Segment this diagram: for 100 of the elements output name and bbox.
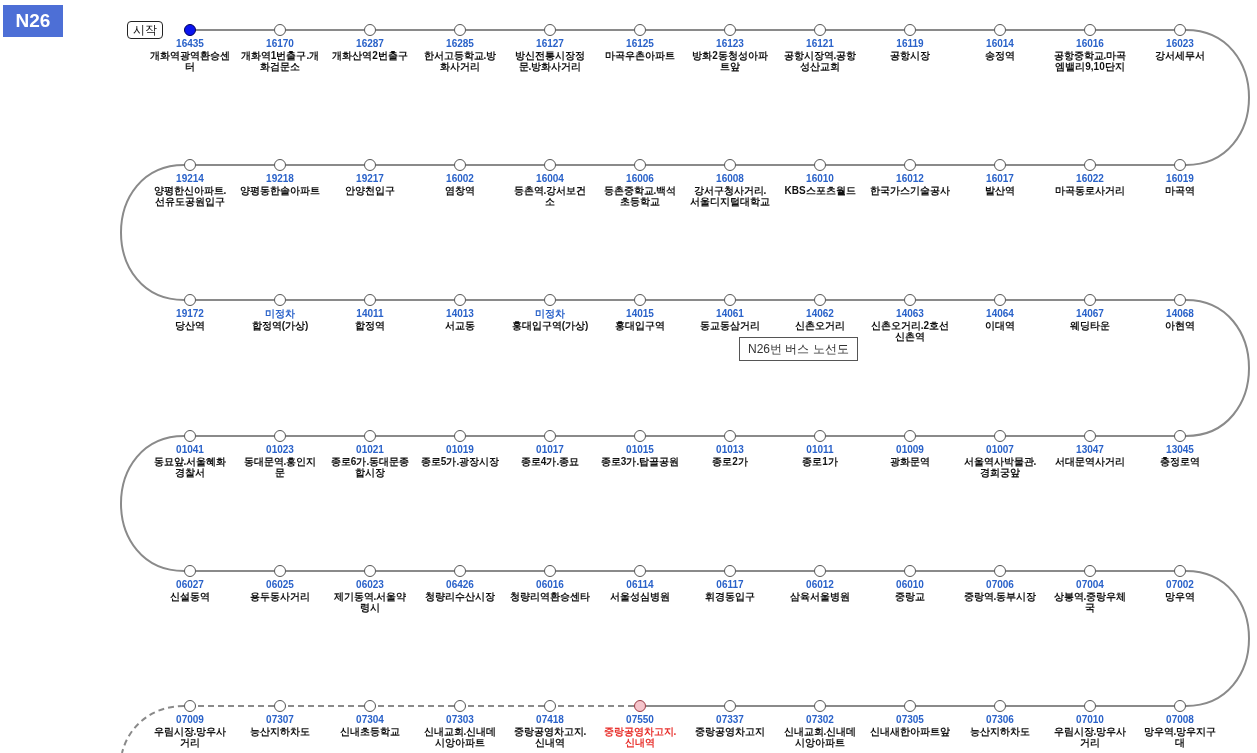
route-line	[121, 705, 185, 753]
stop-id: 14013	[446, 308, 474, 320]
route-line	[285, 570, 365, 572]
stop-name: 휘경동입구	[704, 591, 756, 602]
stop-name: 마곡우촌아파트	[604, 50, 676, 61]
stop-id: 14067	[1076, 308, 1104, 320]
start-tag: 시작	[127, 21, 163, 39]
stop-id: 16123	[716, 38, 744, 50]
stop-id: 01019	[446, 444, 474, 456]
stop-id: 14063	[896, 308, 924, 320]
route-line	[465, 435, 545, 437]
route-line	[645, 705, 725, 707]
stop-id: 06114	[626, 579, 654, 591]
stop-name: 한국가스기술공사	[870, 185, 950, 196]
route-line	[375, 164, 455, 166]
stop-id: 07304	[356, 714, 384, 726]
stop-name: 삼육서울병원	[789, 591, 851, 602]
route-line	[825, 435, 905, 437]
stop-name: 종로6가.동대문종합시장	[330, 456, 410, 478]
stop-id: 14061	[716, 308, 744, 320]
stop-id: 07337	[716, 714, 744, 726]
route-line	[645, 435, 725, 437]
stop-id: 06025	[266, 579, 294, 591]
stop-name: 광화문역	[889, 456, 931, 467]
stop-id: 16002	[446, 173, 474, 185]
stop-name: 공항시장역.공항성산교회	[782, 50, 858, 72]
stop-name: 합정역(가상)	[250, 320, 310, 331]
stop-name: 중랑역.동부시장	[962, 591, 1038, 602]
route-line	[285, 29, 365, 31]
stop-name: 망우역.망우지구대	[1142, 726, 1218, 748]
stop-name: 이대역	[984, 320, 1016, 331]
stop-name: 동교동삼거리	[699, 320, 761, 331]
stop-id: 01015	[626, 444, 654, 456]
stop-name: 중랑교	[894, 591, 926, 602]
stop-id: 06023	[356, 579, 384, 591]
route-line	[555, 570, 635, 572]
route-line	[195, 435, 275, 437]
route-line	[375, 29, 455, 31]
stop-name: 개화산역2번출구	[331, 50, 409, 61]
route-line	[555, 435, 635, 437]
stop-id: 06016	[536, 579, 564, 591]
stop-id: 16006	[626, 173, 654, 185]
stop-name: 웨딩타운	[1069, 320, 1111, 331]
stop-name: 발산역	[984, 185, 1016, 196]
stop-id: 06426	[446, 579, 474, 591]
stop-id: 19172	[176, 308, 204, 320]
stop-id: 07307	[266, 714, 294, 726]
stop-id: 16121	[806, 38, 834, 50]
stop-id: 06027	[176, 579, 204, 591]
route-line	[1095, 29, 1175, 31]
stop-id: 14011	[356, 308, 384, 320]
stop-id: 07006	[986, 579, 1014, 591]
stop-id: 07009	[176, 714, 204, 726]
route-line	[1185, 29, 1250, 166]
stop-name: 청량리수산시장	[424, 591, 496, 602]
route-line	[375, 705, 455, 707]
stop-name: 합정역	[354, 320, 386, 331]
stop-id: 16010	[806, 173, 834, 185]
stop-name: 마곡동로사거리	[1054, 185, 1126, 196]
route-line	[1095, 570, 1175, 572]
stop-id: 01041	[176, 444, 204, 456]
stop-name: 상봉역.중랑우체국	[1052, 591, 1128, 613]
stop-name: 홍대입구역(가상)	[510, 320, 590, 331]
stop-name: 능산지하차도	[249, 726, 311, 737]
stop-id: 19214	[176, 173, 204, 185]
stop-name: 용두동사거리	[249, 591, 311, 602]
stop-name: 송정역	[984, 50, 1016, 61]
route-line	[825, 299, 905, 301]
route-line	[1005, 164, 1085, 166]
stop-id: 16019	[1166, 173, 1194, 185]
route-line	[735, 164, 815, 166]
route-line	[555, 29, 635, 31]
stop-id: 01011	[806, 444, 834, 456]
stop-name: 방화2동청성아파트앞	[691, 50, 769, 72]
route-line	[735, 705, 815, 707]
route-line	[195, 570, 275, 572]
stop-name: 청량리역환승센타	[510, 591, 590, 602]
stop-name: 당산역	[174, 320, 206, 331]
route-line	[735, 570, 815, 572]
stop-name: 신촌오거리	[794, 320, 846, 331]
route-line	[645, 164, 725, 166]
stop-name: 중랑공영차고지	[694, 726, 766, 737]
stop-id: 13047	[1076, 444, 1104, 456]
stop-name: 신내새한아파트앞	[870, 726, 950, 737]
route-line	[1005, 299, 1085, 301]
stop-id: 14015	[626, 308, 654, 320]
route-line	[120, 164, 185, 301]
stop-id: 16016	[1076, 38, 1104, 50]
stop-id: 16435	[176, 38, 204, 50]
stop-id: 06012	[806, 579, 834, 591]
stop-id: 01017	[536, 444, 564, 456]
stop-id: 14064	[986, 308, 1014, 320]
stop-name: 등촌역.강서보건소	[512, 185, 588, 207]
stop-name: 종로3가.탑골공원	[600, 456, 680, 467]
route-line	[825, 164, 905, 166]
stop-id: 14068	[1166, 308, 1194, 320]
route-line	[915, 164, 995, 166]
route-line	[285, 299, 365, 301]
stop-name: 마곡역	[1164, 185, 1196, 196]
stop-id: 07306	[986, 714, 1014, 726]
